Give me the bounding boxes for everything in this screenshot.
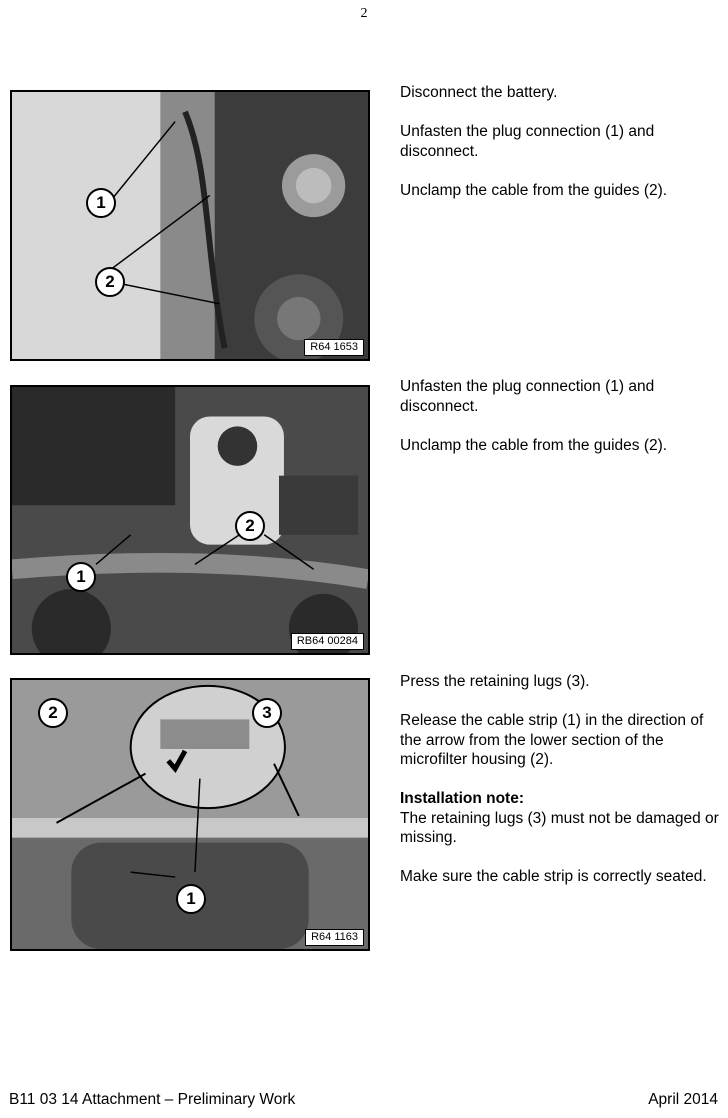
figure-reference-label: R64 1653 xyxy=(304,339,364,356)
footer-document-title: B11 03 14 Attachment – Preliminary Work xyxy=(9,1091,296,1108)
callout-marker: 1 xyxy=(86,188,116,218)
step-3-instructions: Press the retaining lugs (3). Release th… xyxy=(400,672,720,906)
installation-note-text: The retaining lugs (3) must not be damag… xyxy=(400,809,719,847)
instruction-paragraph: Disconnect the battery. xyxy=(400,84,558,101)
callout-marker: 3 xyxy=(252,698,282,728)
callout-marker: 2 xyxy=(38,698,68,728)
instruction-paragraph: Unfasten the plug connection (1) and dis… xyxy=(400,123,655,160)
instruction-paragraph: Press the retaining lugs (3). xyxy=(400,673,590,690)
photo-illustration-2 xyxy=(12,387,368,653)
step-2-instructions: Unfasten the plug connection (1) and dis… xyxy=(400,377,720,475)
figure-reference-label: R64 1163 xyxy=(305,929,364,946)
callout-marker: 1 xyxy=(66,562,96,592)
figure-plug-connection-photo: 2 1 RB64 00284 xyxy=(10,385,370,655)
step-1-instructions: Disconnect the battery. Unfasten the plu… xyxy=(400,83,720,220)
callout-marker: 1 xyxy=(176,884,206,914)
instruction-paragraph: Unfasten the plug connection (1) and dis… xyxy=(400,378,655,415)
callout-marker: 2 xyxy=(95,267,125,297)
instruction-paragraph: Unclamp the cable from the guides (2). xyxy=(400,436,668,454)
figure-battery-plug-photo: 1 2 R64 1653 xyxy=(10,90,370,361)
photo-illustration-3 xyxy=(12,680,368,949)
page-number: 2 xyxy=(360,6,368,21)
photo-illustration-1 xyxy=(12,92,368,359)
instruction-paragraph: Unclamp the cable from the guides (2). xyxy=(400,181,668,199)
footer-date: April 2014 xyxy=(648,1091,718,1108)
figure-reference-label: RB64 00284 xyxy=(290,633,364,650)
installation-note-heading: Installation note: xyxy=(400,790,524,807)
instruction-paragraph: Release the cable strip (1) in the direc… xyxy=(400,712,704,768)
figure-cable-strip-photo: 2 3 1 R64 1163 xyxy=(10,678,370,951)
callout-marker: 2 xyxy=(235,511,265,541)
instruction-paragraph: Make sure the cable strip is correctly s… xyxy=(400,868,707,885)
